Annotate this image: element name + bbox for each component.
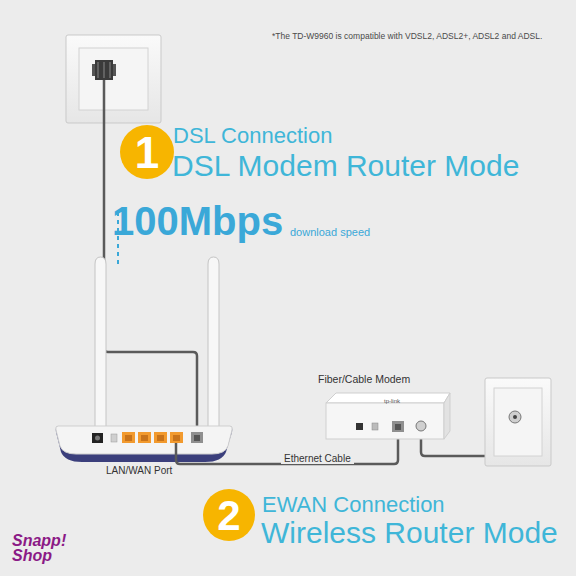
- coax-wall-socket: [485, 378, 551, 466]
- ethernet-cable: [176, 437, 398, 464]
- phone-wall-socket: [66, 35, 161, 123]
- speed-caption: download speed: [290, 226, 370, 238]
- mode-subtitle: EWAN Connection: [262, 493, 445, 517]
- antennas: [95, 257, 219, 428]
- cable-label: Ethernet Cable: [281, 453, 354, 464]
- router-body: [56, 426, 233, 462]
- modem-box: Fiber/Cable Modemtp-link: [322, 393, 452, 439]
- step-number: 2: [203, 489, 255, 541]
- footnote: *The TD-W9960 is compatible with VDSL2, …: [272, 32, 542, 41]
- brand-mark: tp-link: [384, 398, 400, 405]
- step-number: 1: [120, 125, 174, 179]
- mode-title: Wireless Router Mode: [261, 516, 558, 549]
- port-label: LAN/WAN Port: [106, 465, 172, 476]
- callout-number: 2: [217, 495, 240, 537]
- device-label: Fiber/Cable Modem: [318, 374, 410, 386]
- brand-logo: Snapp! Shop: [12, 533, 70, 563]
- callout-number: 1: [135, 131, 159, 175]
- mode-subtitle: DSL Connection: [173, 124, 332, 148]
- mode-title: DSL Modem Router Mode: [172, 149, 519, 182]
- speed-value: 100Mbps: [112, 199, 283, 243]
